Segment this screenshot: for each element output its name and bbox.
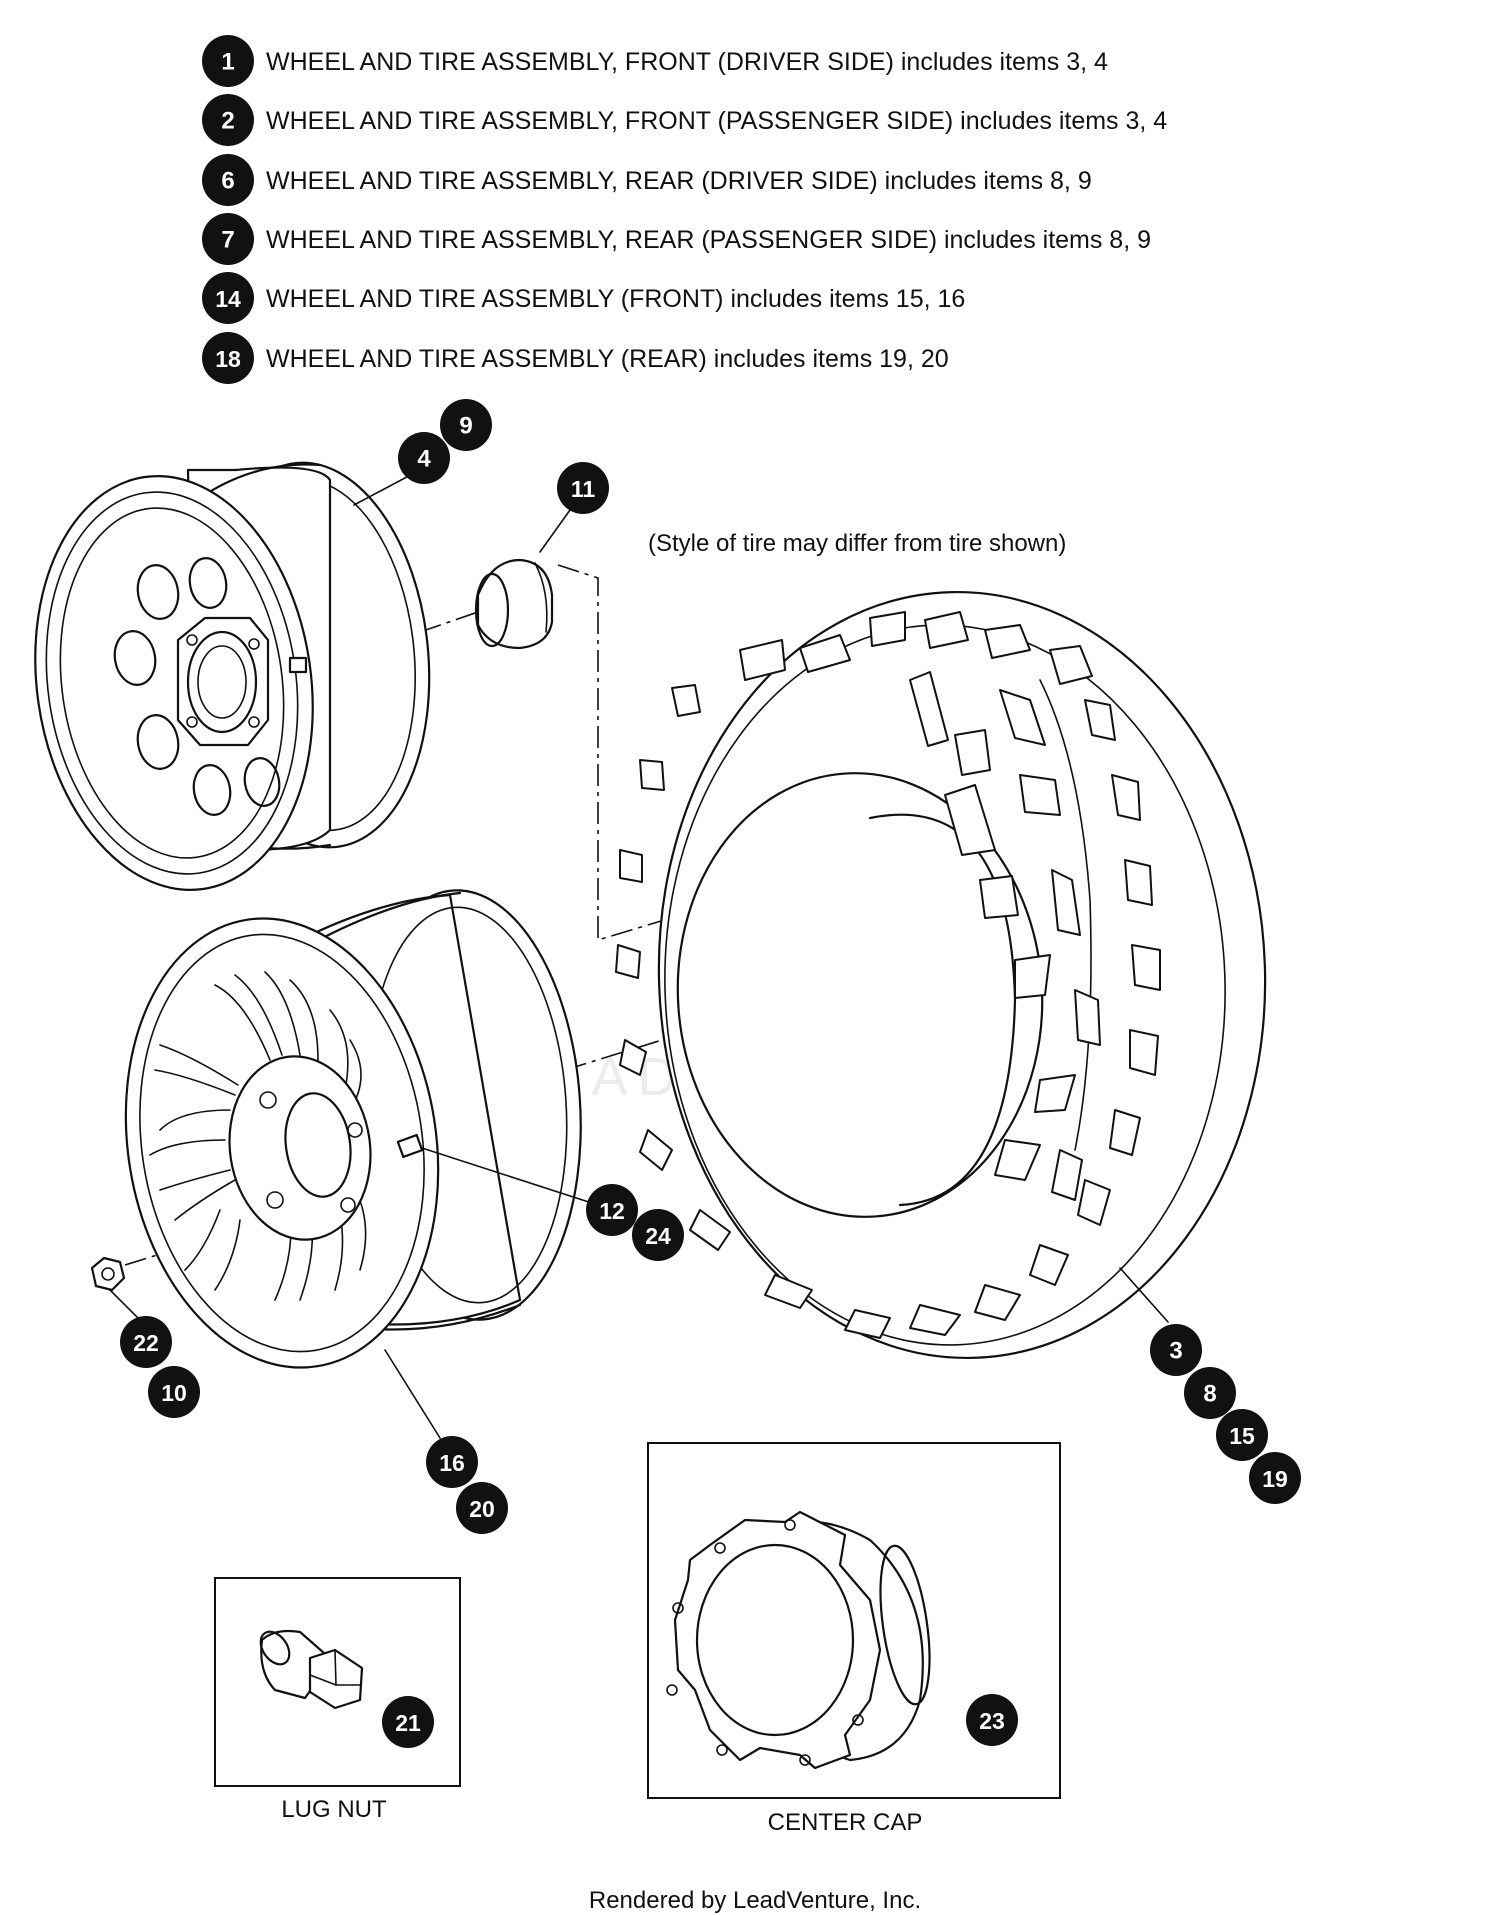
legend-text: WHEEL AND TIRE ASSEMBLY, FRONT (DRIVER S… (266, 48, 1108, 76)
alloy-spokes (149, 971, 367, 1301)
legend-callout: 2 (221, 108, 234, 135)
tire (615, 590, 1267, 1360)
callout-16: 16 (426, 1436, 478, 1488)
legend-row: 2 WHEEL AND TIRE ASSEMBLY, FRONT (PASSEN… (202, 94, 1167, 146)
callout-9: 9 (440, 399, 492, 451)
legend-callout: 6 (221, 168, 234, 195)
center-cap-part (474, 558, 554, 650)
legend: 1 WHEEL AND TIRE ASSEMBLY, FRONT (DRIVER… (202, 35, 1167, 384)
svg-text:24: 24 (645, 1223, 671, 1249)
callout-22: 22 (120, 1316, 172, 1368)
tire-style-note: (Style of tire may differ from tire show… (648, 530, 1066, 557)
callout-21: 21 (382, 1696, 434, 1748)
callout-8: 8 (1184, 1367, 1236, 1419)
callout-10: 10 (148, 1366, 200, 1418)
legend-text: WHEEL AND TIRE ASSEMBLY (REAR) includes … (266, 345, 949, 373)
svg-text:3: 3 (1169, 1338, 1182, 1365)
legend-row: 6 WHEEL AND TIRE ASSEMBLY, REAR (DRIVER … (202, 154, 1092, 206)
svg-text:4: 4 (417, 446, 431, 473)
svg-text:20: 20 (469, 1496, 495, 1522)
legend-row: 14 WHEEL AND TIRE ASSEMBLY (FRONT) inclu… (202, 272, 965, 324)
legend-row: 1 WHEEL AND TIRE ASSEMBLY, FRONT (DRIVER… (202, 35, 1108, 87)
legend-row: 18 WHEEL AND TIRE ASSEMBLY (REAR) includ… (202, 332, 949, 384)
svg-text:12: 12 (599, 1198, 625, 1224)
lug-nut-part (90, 1256, 126, 1292)
callout-11: 11 (557, 462, 609, 514)
lug-nut-caption: LUG NUT (281, 1796, 387, 1823)
lug-nut-detail: 21 LUG NUT (214, 1577, 461, 1823)
callout-20: 20 (456, 1482, 508, 1534)
callout-15: 15 (1216, 1409, 1268, 1461)
svg-text:23: 23 (979, 1708, 1005, 1734)
alloy-wheel (124, 889, 582, 1369)
legend-callout: 7 (221, 227, 234, 254)
svg-text:19: 19 (1262, 1466, 1288, 1492)
steel-wheel (34, 461, 431, 891)
svg-text:22: 22 (133, 1330, 159, 1356)
center-cap-detail: 23 CENTER CAP (647, 1442, 1061, 1836)
callout-3: 3 (1150, 1324, 1202, 1376)
callout-24: 24 (632, 1209, 684, 1261)
legend-text: WHEEL AND TIRE ASSEMBLY (FRONT) includes… (266, 285, 965, 313)
tire-treads (615, 611, 1161, 1339)
center-cap-caption: CENTER CAP (768, 1809, 923, 1836)
svg-text:10: 10 (161, 1380, 187, 1406)
legend-callout: 14 (215, 286, 241, 312)
legend-text: WHEEL AND TIRE ASSEMBLY, REAR (DRIVER SI… (266, 167, 1092, 195)
legend-callout: 18 (215, 346, 241, 372)
callout-12: 12 (586, 1184, 638, 1236)
callout-23: 23 (966, 1694, 1018, 1746)
svg-text:16: 16 (439, 1450, 465, 1476)
svg-text:11: 11 (571, 476, 596, 502)
footer-credit: Rendered by LeadVenture, Inc. (589, 1887, 921, 1914)
legend-text: WHEEL AND TIRE ASSEMBLY, FRONT (PASSENGE… (266, 107, 1167, 135)
callout-4: 4 (398, 432, 450, 484)
svg-text:15: 15 (1229, 1423, 1255, 1449)
callouts: 4 9 11 12 24 22 10 16 (120, 399, 1301, 1534)
svg-text:8: 8 (1203, 1381, 1216, 1408)
legend-row: 7 WHEEL AND TIRE ASSEMBLY, REAR (PASSENG… (202, 213, 1151, 265)
legend-text: WHEEL AND TIRE ASSEMBLY, REAR (PASSENGER… (266, 226, 1151, 254)
svg-text:21: 21 (395, 1710, 421, 1736)
legend-callout: 1 (221, 49, 234, 76)
callout-19: 19 (1249, 1452, 1301, 1504)
svg-text:9: 9 (459, 413, 472, 440)
